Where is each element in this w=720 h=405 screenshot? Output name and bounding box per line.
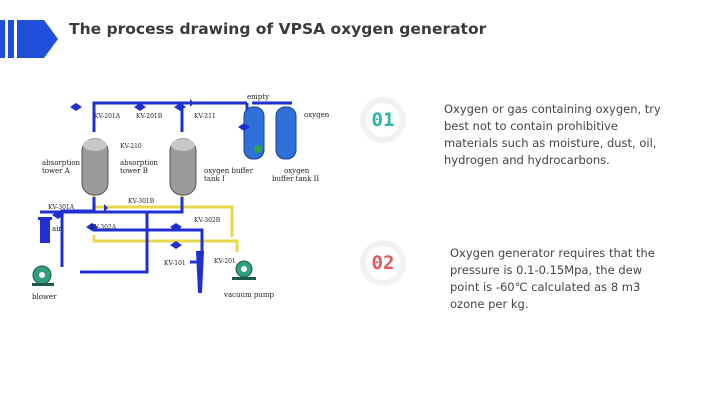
label-kv201a: KV-201A: [94, 113, 121, 120]
label-kv301b: KV-301B: [128, 198, 155, 205]
label-buffer-tank-2-line1: oxygen: [284, 167, 310, 175]
point-text-01: Oxygen or gas containing oxygen, try bes…: [444, 102, 661, 167]
label-tower-a-line1: absorption: [42, 159, 81, 167]
logo-arrow-icon: [0, 20, 58, 58]
label-kv201b: KV-201B: [136, 113, 163, 120]
point-badge-01: 01: [358, 95, 408, 145]
label-empty: empty: [247, 93, 269, 101]
point-number-02: 02: [371, 252, 395, 274]
badge-circle-icon: [360, 240, 406, 286]
point-text-02: Oxygen generator requires that the press…: [450, 246, 655, 311]
point-number-01: 01: [371, 109, 395, 131]
label-kv301a: KV-301A: [48, 204, 75, 211]
page-title: The process drawing of VPSA oxygen gener…: [69, 20, 487, 38]
label-tower-b-line1: absorption: [120, 159, 159, 167]
label-oxygen: oxygen: [304, 111, 330, 119]
label-kv101: KV-101: [164, 260, 186, 267]
label-tower-a-line2: tower A: [42, 167, 71, 175]
badge-circle-icon: [360, 97, 406, 143]
label-blower: blower: [32, 293, 57, 301]
label-buffer-tank-2-line2: buffer tank II: [272, 175, 319, 183]
label-vacuum-pump: vacuum pump: [223, 291, 275, 299]
label-buffer-tank-1-line2: tank I: [204, 175, 225, 183]
label-air: air: [52, 225, 62, 233]
label-kv302b: KV-302B: [194, 217, 221, 224]
label-kv211: KV-211: [194, 113, 216, 120]
process-diagram: KV-201A KV-201B KV-211 empty oxygen KV-2…: [22, 87, 363, 315]
label-tower-b-line2: tower B: [120, 167, 148, 175]
label-kv210: KV-210: [120, 143, 142, 150]
point-badge-02: 02: [358, 238, 408, 288]
label-kv201: KV-201: [214, 258, 236, 265]
label-kv302a: KV-302A: [90, 224, 117, 231]
label-buffer-tank-1-line1: oxygen buffer: [204, 167, 254, 175]
